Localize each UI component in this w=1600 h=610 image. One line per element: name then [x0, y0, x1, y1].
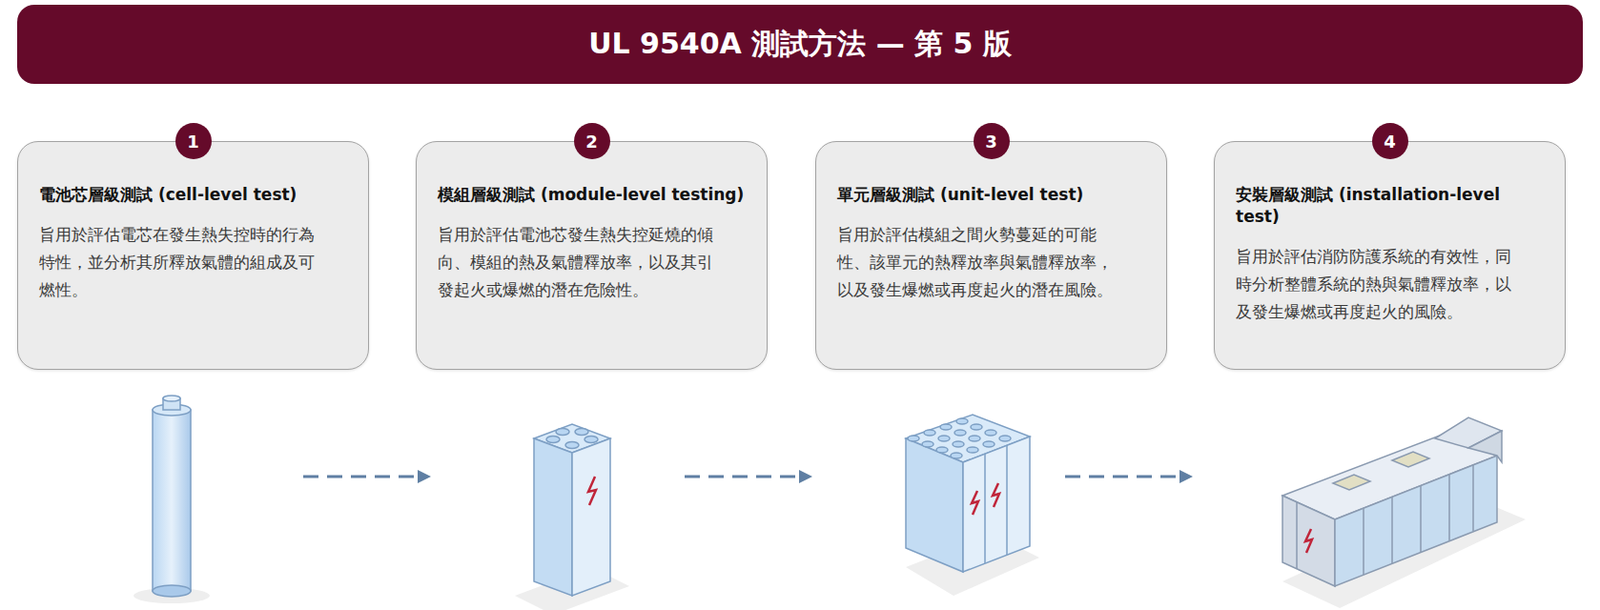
step-heading: 安裝層級測試 (installation-level test)	[1235, 184, 1546, 228]
step-description: 旨用於評估消防防護系統的有效性，同時分析整體系統的熱與氣體釋放率，以及發生爆燃或…	[1235, 243, 1522, 327]
step-number: 4	[1372, 123, 1409, 160]
step-number: 3	[973, 123, 1010, 160]
module-illustration	[514, 424, 630, 610]
installation-illustration	[1282, 417, 1526, 609]
step-description: 旨用於評估電芯在發生熱失控時的行為特性，並分析其所釋放氣體的組成及可燃性。	[39, 221, 326, 305]
unit-illustration	[905, 414, 1040, 596]
step-number-text: 1	[186, 131, 200, 152]
step-box: 安裝層級測試 (installation-level test) 旨用於評估消防防…	[1213, 141, 1566, 370]
step-number-text: 3	[984, 131, 998, 152]
title-bar: UL 9540A 測試方法 — 第 5 版	[17, 4, 1583, 84]
step-description: 旨用於評估電池芯發生熱失控延燒的傾向、模組的熱及氣體釋放率，以及其引發起火或爆燃…	[437, 221, 729, 305]
step-box: 模組層級測試 (module-level testing) 旨用於評估電池芯發生熱…	[415, 141, 768, 370]
step-box: 單元層級測試 (unit-level test) 旨用於評估模組之間火勢蔓延的可能…	[815, 141, 1168, 370]
step-heading: 單元層級測試 (unit-level test)	[837, 184, 1148, 206]
step-number: 1	[175, 123, 212, 160]
cell-illustration	[133, 395, 210, 604]
title-text: UL 9540A 測試方法 — 第 5 版	[588, 24, 1012, 64]
step-number: 2	[574, 123, 611, 160]
step-box: 電池芯層級測試 (cell-level test) 旨用於評估電芯在發生熱失控時的…	[17, 141, 370, 370]
step-description: 旨用於評估模組之間火勢蔓延的可能性、該單元的熱釋放率與氣體釋放率，以及發生爆燃或…	[837, 221, 1124, 305]
step-number-text: 2	[585, 131, 598, 152]
flow-arrow	[303, 470, 1193, 484]
step-heading: 電池芯層級測試 (cell-level test)	[39, 184, 349, 206]
step-number-text: 4	[1383, 131, 1396, 152]
step-heading: 模組層級測試 (module-level testing)	[437, 184, 748, 206]
